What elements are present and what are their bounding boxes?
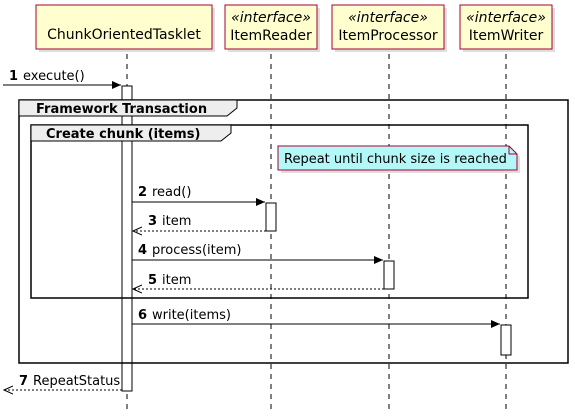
message-5-num: 5 <box>148 273 157 288</box>
frame-framework-transaction-tab <box>18 99 238 117</box>
participant-reader-label: ItemReader <box>230 28 312 44</box>
message-7-num: 7 <box>19 374 28 389</box>
message-2-num: 2 <box>138 185 147 200</box>
message-3-num: 3 <box>148 214 157 229</box>
frame-create-chunk-label: Create chunk (items) <box>46 127 200 142</box>
participant-reader <box>224 4 318 50</box>
activation-processor <box>383 260 395 290</box>
message-7-label: RepeatStatus <box>33 374 120 389</box>
frame-create-chunk <box>30 124 529 299</box>
participant-tasklet-label: ChunkOrientedTasklet <box>47 27 201 43</box>
message-6-label: write(items) <box>152 308 231 323</box>
frame-framework-transaction-label: Framework Transaction <box>36 102 207 117</box>
message-1-label: execute() <box>23 69 85 84</box>
message-4-label: process(item) <box>152 243 241 258</box>
participant-reader-stereotype: «interface» <box>231 10 311 26</box>
activation-tasklet <box>121 85 133 392</box>
participant-writer <box>459 4 553 50</box>
participant-writer-label: ItemWriter <box>469 28 544 44</box>
message-4-num: 4 <box>138 243 147 258</box>
participant-processor-stereotype: «interface» <box>348 10 428 26</box>
participant-processor-label: ItemProcessor <box>338 28 438 44</box>
message-3-label: item <box>162 214 191 229</box>
participant-processor <box>331 4 445 50</box>
note-repeat-text: Repeat until chunk size is reached <box>284 152 507 167</box>
note-repeat <box>277 145 518 171</box>
activation-reader <box>265 202 277 232</box>
participant-tasklet <box>35 4 213 50</box>
message-5-label: item <box>162 273 191 288</box>
message-1-num: 1 <box>9 69 18 84</box>
frame-create-chunk-tab <box>30 124 232 142</box>
message-2-label: read() <box>152 185 191 200</box>
frame-framework-transaction <box>18 99 569 364</box>
participant-writer-stereotype: «interface» <box>466 10 546 26</box>
activation-writer <box>500 324 512 356</box>
message-6-num: 6 <box>138 308 147 323</box>
